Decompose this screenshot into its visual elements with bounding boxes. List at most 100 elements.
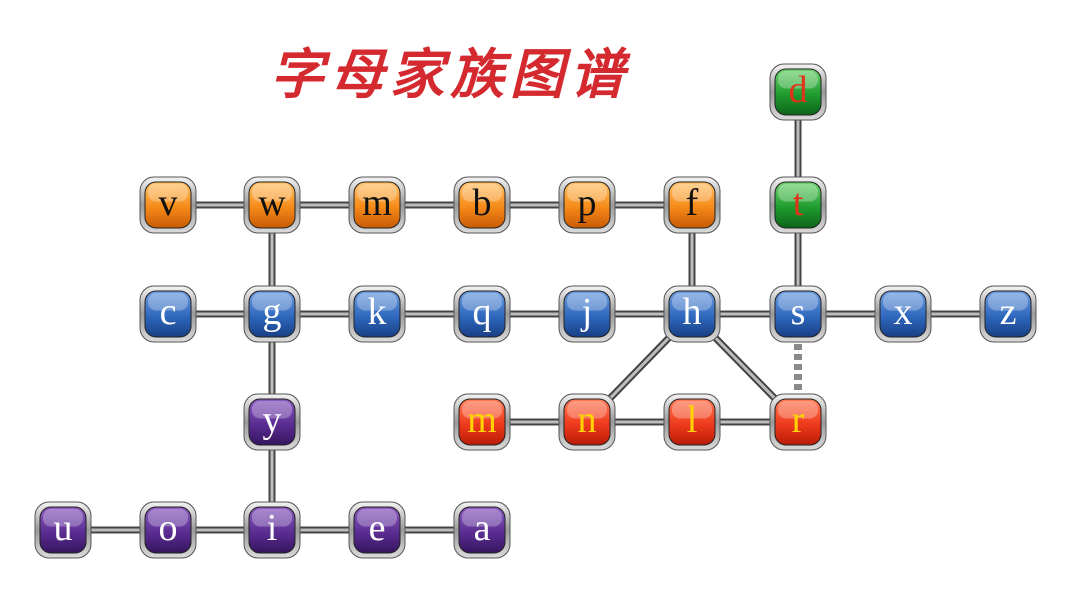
node-gloss	[252, 184, 292, 202]
node-gloss	[988, 293, 1028, 311]
node-label: n	[578, 399, 597, 441]
letter-node-c: c	[139, 285, 197, 343]
node-label: j	[580, 291, 593, 333]
node-face	[774, 181, 822, 229]
node-gloss	[672, 184, 712, 202]
node-face	[984, 290, 1032, 338]
letter-node-t: t	[769, 176, 827, 234]
node-face	[353, 290, 401, 338]
letter-node-n: n	[558, 393, 616, 451]
node-face	[353, 181, 401, 229]
node-label: m	[362, 182, 392, 224]
letter-node-j: j	[558, 285, 616, 343]
letter-node-q: q	[453, 285, 511, 343]
node-label: p	[578, 182, 597, 224]
node-face	[774, 290, 822, 338]
node-face	[668, 181, 716, 229]
node-label: l	[687, 399, 698, 441]
node-label: w	[258, 182, 286, 224]
node-gloss	[672, 293, 712, 311]
node-face	[353, 506, 401, 554]
letter-node-d: d	[769, 63, 827, 121]
node-face	[774, 398, 822, 446]
letter-node-g: g	[243, 285, 301, 343]
node-label: u	[54, 507, 73, 549]
node-gloss	[43, 509, 83, 527]
node-face	[458, 181, 506, 229]
letter-node-w: w	[243, 176, 301, 234]
letter-node-z: z	[979, 285, 1037, 343]
node-label: m	[467, 399, 497, 441]
letter-node-a: a	[453, 501, 511, 559]
node-gloss	[778, 71, 818, 89]
node-gloss	[357, 293, 397, 311]
node-label: s	[791, 291, 806, 333]
node-face	[563, 181, 611, 229]
node-face	[144, 506, 192, 554]
letter-node-s: s	[769, 285, 827, 343]
node-face	[563, 398, 611, 446]
letter-node-m2: m	[453, 393, 511, 451]
node-face	[458, 290, 506, 338]
node-face	[668, 290, 716, 338]
node-label: t	[793, 182, 804, 224]
node-label: r	[792, 399, 805, 441]
letter-node-v: v	[139, 176, 197, 234]
node-face	[458, 398, 506, 446]
letter-node-f: f	[663, 176, 721, 234]
letter-node-y: y	[243, 393, 301, 451]
node-label: z	[1000, 291, 1017, 333]
node-face	[144, 181, 192, 229]
node-gloss	[672, 401, 712, 419]
node-gloss	[778, 401, 818, 419]
node-gloss	[778, 184, 818, 202]
node-gloss	[462, 509, 502, 527]
node-label: o	[159, 507, 178, 549]
edges-layer	[63, 92, 1008, 534]
letter-node-m1: m	[348, 176, 406, 234]
node-label: b	[473, 182, 492, 224]
node-face	[248, 398, 296, 446]
node-face	[563, 290, 611, 338]
node-label: a	[474, 507, 491, 549]
node-face	[248, 181, 296, 229]
node-label: x	[894, 291, 913, 333]
node-face	[668, 398, 716, 446]
node-label: g	[263, 291, 282, 333]
node-gloss	[567, 401, 607, 419]
node-label: q	[473, 291, 492, 333]
letter-node-b: b	[453, 176, 511, 234]
node-label: d	[789, 69, 808, 111]
node-face	[144, 290, 192, 338]
node-label: c	[160, 291, 177, 333]
node-gloss	[148, 184, 188, 202]
node-gloss	[357, 184, 397, 202]
node-face	[248, 506, 296, 554]
node-gloss	[883, 293, 923, 311]
node-label: v	[159, 182, 178, 224]
node-gloss	[778, 293, 818, 311]
diagram-title: 字母家族图谱	[270, 42, 630, 106]
node-label: k	[368, 291, 387, 333]
node-face	[458, 506, 506, 554]
node-label: y	[263, 399, 282, 441]
node-gloss	[462, 293, 502, 311]
node-gloss	[567, 293, 607, 311]
node-label: e	[369, 507, 386, 549]
letter-node-i: i	[243, 501, 301, 559]
node-gloss	[462, 401, 502, 419]
letter-node-u: u	[34, 501, 92, 559]
node-gloss	[148, 293, 188, 311]
node-gloss	[462, 184, 502, 202]
node-gloss	[148, 509, 188, 527]
node-gloss	[357, 509, 397, 527]
letter-node-k: k	[348, 285, 406, 343]
node-face	[879, 290, 927, 338]
node-gloss	[252, 509, 292, 527]
letter-node-x: x	[874, 285, 932, 343]
letter-node-o: o	[139, 501, 197, 559]
letter-node-r: r	[769, 393, 827, 451]
